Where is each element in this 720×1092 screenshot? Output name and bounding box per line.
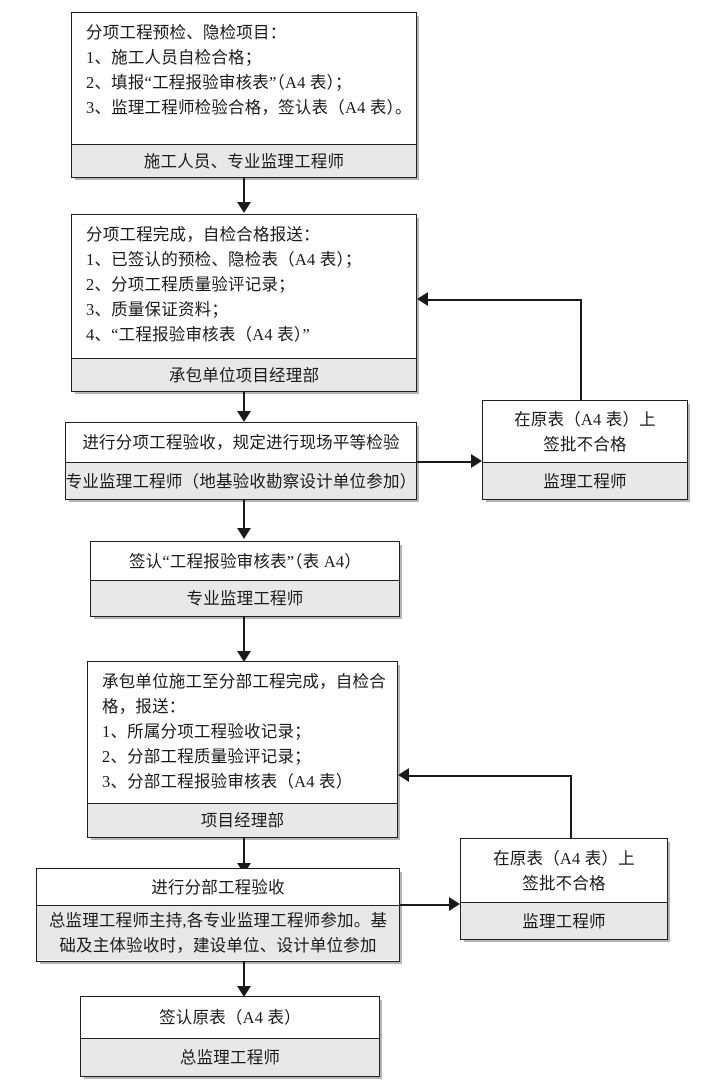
side-1-footer: 监理工程师 bbox=[483, 462, 687, 499]
connector-n4-n5-arrowhead bbox=[237, 651, 251, 662]
node-5-body: 承包单位施工至分部工程完成，自检合 格，报送： 1、所属分项工程验收记录； 2、… bbox=[88, 662, 397, 803]
node-2-line-4: 4、“工程报验审核表（A4 表）” bbox=[86, 325, 310, 344]
node-2-footer-label: 承包单位项目经理部 bbox=[168, 365, 320, 385]
node-subitem-precheck: 分项工程预检、隐检项目： 1、施工人员自检合格； 2、填报“工程报验审核表”（A… bbox=[71, 12, 417, 178]
node-6-footer-line-1: 础及主体验收时，建设单位、设计单位参加 bbox=[59, 936, 377, 955]
node-1-line-1: 1、施工人员自检合格； bbox=[86, 48, 262, 67]
feedback-upper-riser bbox=[580, 299, 582, 400]
node-division-acceptance: 进行分部工程验收 总监理工程师主持,各专业监理工程师参加。基 础及主体验收时，建… bbox=[36, 868, 400, 962]
node-1-footer-label: 施工人员、专业监理工程师 bbox=[143, 151, 345, 171]
connector-n5-n6 bbox=[243, 838, 245, 865]
node-5-line-2: 1、所属分项工程验收记录； bbox=[102, 722, 311, 741]
side-2-body: 在原表（A4 表）上 签批不合格 bbox=[461, 839, 667, 902]
node-2-line-3: 3、质量保证资料； bbox=[86, 300, 229, 319]
node-4-footer: 专业监理工程师 bbox=[91, 580, 399, 616]
side-1-line-0: 在原表（A4 表）上 bbox=[514, 409, 656, 429]
node-2-body: 分项工程完成，自检合格报送： 1、已签认的预检、隐检表（A4 表）； 2、分项工… bbox=[72, 215, 416, 358]
side-1-body: 在原表（A4 表）上 签批不合格 bbox=[483, 401, 687, 462]
node-4-body: 签认“工程报验审核表”（表 A4） bbox=[91, 542, 399, 580]
connector-n4-n5 bbox=[243, 617, 245, 653]
node-6-footer: 总监理工程师主持,各专业监理工程师参加。基 础及主体验收时，建设单位、设计单位参… bbox=[37, 905, 399, 960]
node-6-line-0: 进行分部工程验收 bbox=[151, 877, 285, 897]
node-1-line-0: 分项工程预检、隐检项目： bbox=[86, 23, 287, 42]
node-6-footer-line-0: 总监理工程师主持,各专业监理工程师参加。基 bbox=[48, 911, 388, 930]
node-subitem-acceptance: 进行分项工程验收，规定进行现场平等检验 专业监理工程师（地基验收勘察设计单位参加… bbox=[65, 422, 417, 500]
connector-n1-n2-arrowhead bbox=[237, 202, 251, 213]
node-3-footer: 专业监理工程师（地基验收勘察设计单位参加） bbox=[66, 462, 416, 499]
connector-n3-side1 bbox=[417, 461, 472, 463]
node-5-line-4: 3、分部工程报验审核表（A4 表） bbox=[102, 772, 353, 791]
connector-n2-n3 bbox=[243, 392, 245, 413]
connector-n3-n4-arrowhead bbox=[237, 528, 251, 539]
node-3-body: 进行分项工程验收，规定进行现场平等检验 bbox=[66, 423, 416, 462]
node-1-body: 分项工程预检、隐检项目： 1、施工人员自检合格； 2、填报“工程报验审核表”（A… bbox=[72, 13, 416, 144]
node-reject-lower: 在原表（A4 表）上 签批不合格 监理工程师 bbox=[460, 838, 668, 940]
side-2-footer-label: 监理工程师 bbox=[522, 911, 606, 931]
node-6-body: 进行分部工程验收 bbox=[37, 869, 399, 905]
node-division-complete: 承包单位施工至分部工程完成，自检合 格，报送： 1、所属分项工程验收记录； 2、… bbox=[87, 661, 398, 838]
connector-n6-n7 bbox=[243, 962, 245, 987]
node-7-footer: 总监理工程师 bbox=[81, 1038, 379, 1076]
node-sign-original-form: 签认原表（A4 表） 总监理工程师 bbox=[80, 996, 380, 1077]
feedback-upper-run bbox=[428, 299, 581, 301]
connector-n3-side1-arrowhead bbox=[471, 454, 482, 468]
node-5-line-0: 承包单位施工至分部工程完成，自检合 bbox=[102, 672, 386, 691]
node-5-line-3: 2、分部工程质量验评记录； bbox=[102, 747, 311, 766]
node-7-line-0: 签认原表（A4 表） bbox=[159, 1008, 301, 1027]
node-2-line-0: 分项工程完成，自检合格报送： bbox=[86, 225, 320, 244]
side-2-footer: 监理工程师 bbox=[461, 902, 667, 939]
node-5-line-1: 格，报送： bbox=[102, 697, 186, 716]
node-7-body: 签认原表（A4 表） bbox=[81, 997, 379, 1038]
connector-n1-n2 bbox=[243, 178, 245, 203]
connector-n6-side2-arrowhead bbox=[449, 897, 460, 911]
node-7-footer-label: 总监理工程师 bbox=[179, 1048, 281, 1067]
connector-n6-n7-arrowhead bbox=[237, 986, 251, 997]
connector-n6-side2 bbox=[400, 904, 450, 906]
node-subitem-complete: 分项工程完成，自检合格报送： 1、已签认的预检、隐检表（A4 表）； 2、分项工… bbox=[71, 214, 417, 392]
node-3-line-0: 进行分项工程验收，规定进行现场平等检验 bbox=[82, 433, 400, 452]
node-reject-upper: 在原表（A4 表）上 签批不合格 监理工程师 bbox=[482, 400, 688, 500]
side-2-line-1: 签批不合格 bbox=[522, 873, 606, 893]
feedback-lower-run bbox=[409, 775, 571, 777]
feedback-lower-riser bbox=[570, 775, 572, 838]
node-sign-report-form: 签认“工程报验审核表”（表 A4） 专业监理工程师 bbox=[90, 541, 400, 617]
node-2-line-1: 1、已签认的预检、隐检表（A4 表）； bbox=[86, 250, 362, 269]
connector-n3-n4 bbox=[243, 500, 245, 530]
feedback-lower-arrowhead bbox=[398, 768, 409, 782]
connector-n2-n3-arrowhead bbox=[237, 411, 251, 422]
node-4-footer-label: 专业监理工程师 bbox=[186, 589, 304, 608]
side-2-line-0: 在原表（A4 表）上 bbox=[493, 848, 635, 868]
node-1-line-3: 3、监理工程师检验合格，签认表（A4 表）。 bbox=[86, 98, 412, 117]
feedback-upper-arrowhead bbox=[417, 292, 428, 306]
node-5-footer: 项目经理部 bbox=[88, 803, 397, 837]
side-1-footer-label: 监理工程师 bbox=[543, 471, 627, 491]
side-1-line-1: 签批不合格 bbox=[543, 434, 627, 454]
node-4-line-0: 签认“工程报验审核表”（表 A4） bbox=[128, 551, 362, 571]
node-5-footer-label: 项目经理部 bbox=[200, 811, 285, 830]
node-3-footer-label: 专业监理工程师（地基验收勘察设计单位参加） bbox=[65, 471, 417, 491]
node-1-line-2: 2、填报“工程报验审核表”（A4 表）； bbox=[86, 73, 352, 92]
node-2-footer: 承包单位项目经理部 bbox=[72, 358, 416, 391]
node-1-footer: 施工人员、专业监理工程师 bbox=[72, 144, 416, 177]
node-2-line-2: 2、分项工程质量验评记录； bbox=[86, 275, 295, 294]
